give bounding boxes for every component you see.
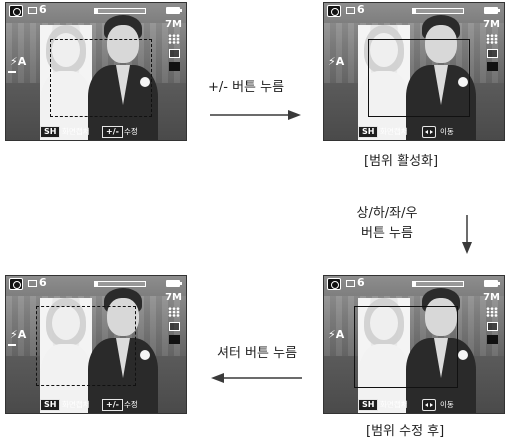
frame-icon [346, 280, 355, 287]
move-label: 이동 [440, 400, 454, 409]
metering-icon [169, 322, 180, 331]
flash-icon: ⚡A [328, 55, 345, 68]
side-icons: 7M [164, 292, 182, 344]
mode-block-icon [169, 62, 180, 71]
resolution-icon: 7M [165, 19, 182, 30]
side-icons: 7M [482, 19, 500, 71]
flash-icon: ⚡A [10, 55, 27, 68]
edit-label: 수정 [124, 400, 138, 409]
bottom-bar: SH 화면캡처 이동 [324, 124, 504, 140]
mode-block-icon [487, 335, 498, 344]
down-arrow [462, 215, 472, 254]
bottom-bar: SH 화면캡처 +/- 수정 [6, 397, 186, 413]
metering-icon [169, 49, 180, 58]
zoom-bar [412, 281, 464, 287]
right-arrow [210, 110, 301, 120]
step1-caption: +/- 버튼 누름 [208, 80, 285, 95]
battery-icon [166, 280, 182, 287]
bottom-bar: SH 화면캡처 +/- 수정 [6, 124, 186, 140]
groom-figure [406, 288, 476, 413]
resolution-icon: 7M [165, 292, 182, 303]
plus-minus-button[interactable]: +/- [102, 399, 123, 411]
exposure-mark [8, 344, 16, 346]
move-arrows-icon[interactable] [422, 399, 436, 411]
step2-caption-line1: 상/하/좌/우 [356, 206, 418, 221]
quality-icon [168, 34, 180, 44]
focus-frame [354, 306, 458, 388]
bride-figure [358, 25, 410, 140]
capture-label: 화면캡처 [62, 127, 90, 136]
zoom-bar [94, 8, 146, 14]
mode-block-icon [487, 62, 498, 71]
side-icons: 7M [164, 19, 182, 71]
capture-label: 화면캡처 [380, 400, 408, 409]
status-bar: 6 [324, 276, 504, 290]
focus-frame [50, 39, 152, 117]
groom-figure [88, 15, 158, 140]
step3-caption: 셔터 버튼 누름 [217, 346, 298, 361]
capture-label: 화면캡처 [62, 400, 90, 409]
range-active-caption: [범위 활성화] [364, 154, 439, 169]
side-icons: 7M [482, 292, 500, 344]
move-arrows-icon[interactable] [422, 126, 436, 138]
exposure-mark [8, 71, 16, 73]
status-bar: 6 [324, 3, 504, 17]
step2-caption-line2: 버튼 누름 [361, 226, 413, 241]
camera-mode-icon [9, 278, 23, 290]
quality-icon [486, 307, 498, 317]
mode-block-icon [169, 335, 180, 344]
camera-mode-icon [9, 5, 23, 17]
plus-minus-button[interactable]: +/- [102, 126, 123, 138]
zoom-bar [412, 8, 464, 14]
resolution-icon: 7M [483, 19, 500, 30]
flash-icon: ⚡A [10, 328, 27, 341]
range-edited-caption: [범위 수정 후] [366, 424, 445, 439]
capture-label: 화면캡처 [380, 127, 408, 136]
status-bar: 6 [6, 3, 186, 17]
quality-icon [168, 307, 180, 317]
status-bar: 6 [6, 276, 186, 290]
move-label: 이동 [440, 127, 454, 136]
frame-icon [28, 7, 37, 14]
groom-figure [406, 15, 476, 140]
metering-icon [487, 49, 498, 58]
camera-mode-icon [327, 5, 341, 17]
edit-label: 수정 [124, 127, 138, 136]
camera-mode-icon [327, 278, 341, 290]
frame-icon [346, 7, 355, 14]
focus-frame [36, 306, 136, 386]
sh-button[interactable]: SH [358, 399, 379, 411]
battery-icon [484, 7, 500, 14]
camera-screen-1: 6 7M ⚡A SH 화면캡처 +/- 수정 [5, 2, 187, 141]
shot-count: 6 [357, 3, 365, 16]
camera-screen-4: 6 7M ⚡A SH 화면캡처 이동 [323, 275, 505, 414]
shot-count: 6 [39, 3, 47, 16]
battery-icon [166, 7, 182, 14]
battery-icon [484, 280, 500, 287]
frame-icon [28, 280, 37, 287]
left-arrow [211, 373, 302, 383]
sh-button[interactable]: SH [40, 399, 61, 411]
bottom-bar: SH 화면캡처 이동 [324, 397, 504, 413]
resolution-icon: 7M [483, 292, 500, 303]
bride-figure [40, 25, 92, 140]
shot-count: 6 [357, 276, 365, 289]
camera-screen-3: 6 7M ⚡A SH 화면캡처 +/- 수정 [5, 275, 187, 414]
focus-frame [368, 39, 470, 117]
camera-screen-2: 6 7M ⚡A SH 화면캡처 이동 [323, 2, 505, 141]
zoom-bar [94, 281, 146, 287]
metering-icon [487, 322, 498, 331]
sh-button[interactable]: SH [358, 126, 379, 138]
sh-button[interactable]: SH [40, 126, 61, 138]
flash-icon: ⚡A [328, 328, 345, 341]
quality-icon [486, 34, 498, 44]
shot-count: 6 [39, 276, 47, 289]
